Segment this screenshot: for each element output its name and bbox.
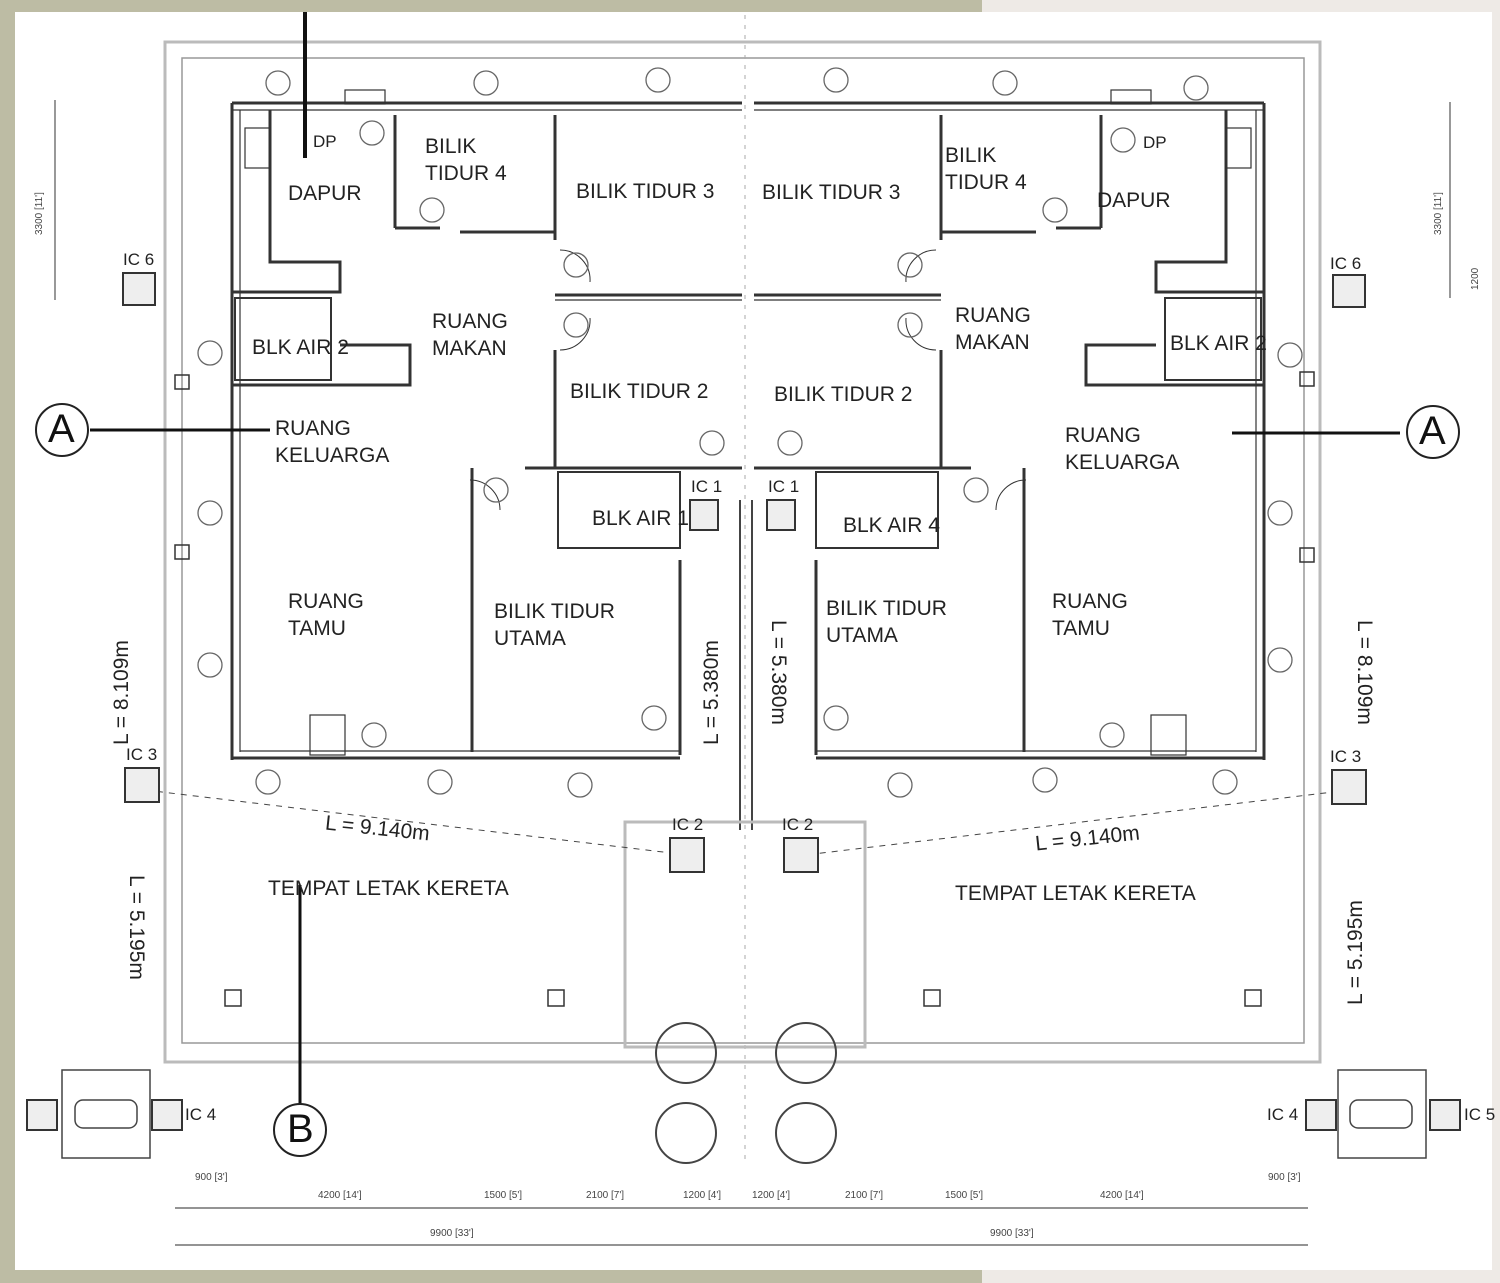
ic3-label-right: IC 3 xyxy=(1330,747,1362,766)
section-marker-a-left: A xyxy=(48,407,75,451)
frame-left xyxy=(0,0,15,1283)
pipe-length-8109-right: L = 8.109m xyxy=(1353,620,1376,725)
dim-4200-right: 4200 [14'] xyxy=(1100,1190,1144,1201)
ic1-label-left: IC 1 xyxy=(691,477,723,496)
room-bilik-tidur-utama-right: BILIK TIDUR UTAMA xyxy=(826,595,947,649)
ic1-label-right: IC 1 xyxy=(768,477,800,496)
line-1: RUANG xyxy=(955,304,1031,327)
dim-2100-right: 2100 [7'] xyxy=(845,1190,884,1201)
line-1: RUANG xyxy=(288,590,364,613)
small-squares xyxy=(174,371,1315,1007)
line-2: TIDUR 4 xyxy=(945,171,1027,194)
dim-2100-left: 2100 [7'] xyxy=(586,1190,625,1201)
section-marker-b: B xyxy=(287,1107,314,1151)
room-ruang-makan-left: RUANG MAKAN xyxy=(432,308,508,362)
ic6-label-left: IC 6 xyxy=(123,250,155,269)
dim-1500-right: 1500 [5'] xyxy=(945,1190,984,1201)
line-1: BILIK xyxy=(945,144,997,167)
ic6-label-right: IC 6 xyxy=(1330,254,1362,273)
dp-label-left: DP xyxy=(313,132,337,151)
site-boundary xyxy=(163,15,1322,1160)
room-dapur-left: DAPUR xyxy=(288,182,362,205)
line-2: MAKAN xyxy=(955,331,1030,354)
fixture-symbols xyxy=(197,67,1303,798)
ic2-label-right: IC 2 xyxy=(782,815,814,834)
ic5-label-right: IC 5 xyxy=(1464,1105,1496,1124)
room-bilik-tidur-4-right: BILIK TIDUR 4 xyxy=(945,142,1027,196)
line-2: UTAMA xyxy=(826,624,898,647)
line-1: BILIK xyxy=(425,135,477,158)
dim-4200-left: 4200 [14'] xyxy=(318,1190,362,1201)
room-blk-air-1-left: BLK AIR 1 xyxy=(592,507,689,530)
room-blk-air-2-left: BLK AIR 2 xyxy=(252,336,349,359)
room-blk-air-2-right: BLK AIR 2 xyxy=(1170,332,1267,355)
line-2: TIDUR 4 xyxy=(425,162,507,185)
line-1: RUANG xyxy=(275,417,351,440)
room-ruang-tamu-right: RUANG TAMU xyxy=(1052,588,1128,642)
section-marker-a-right: A xyxy=(1419,409,1446,453)
line-1: RUANG xyxy=(432,310,508,333)
line-2: KELUARGA xyxy=(1065,451,1180,474)
pipe-length-5380-left: L = 5.380m xyxy=(700,640,723,745)
room-bilik-tidur-2-left: BILIK TIDUR 2 xyxy=(570,380,709,403)
line-1: BILIK TIDUR xyxy=(494,600,615,623)
section-lines xyxy=(90,12,1400,1105)
pipe-length-5380-right: L = 5.380m xyxy=(767,620,790,725)
dim-1200-right: 1200 [4'] xyxy=(752,1190,791,1201)
dim-side-left: 3300 [11'] xyxy=(34,192,45,235)
room-ruang-makan-right: RUANG MAKAN xyxy=(955,302,1031,356)
room-bilik-tidur-2-right: BILIK TIDUR 2 xyxy=(774,383,913,406)
dim-side-right: 3300 [11'] xyxy=(1433,192,1444,235)
dim-1500-left: 1500 [5'] xyxy=(484,1190,523,1201)
line-1: RUANG xyxy=(1065,424,1141,447)
room-ruang-keluarga-right: RUANG KELUARGA xyxy=(1065,422,1179,476)
line-2: MAKAN xyxy=(432,337,507,360)
line-2: UTAMA xyxy=(494,627,566,650)
pipe-length-5195-left: L = 5.195m xyxy=(125,875,148,980)
ic2-label-left: IC 2 xyxy=(672,815,704,834)
frame-top xyxy=(0,0,982,12)
line-1: BILIK TIDUR xyxy=(826,597,947,620)
room-ruang-tamu-left: RUANG TAMU xyxy=(288,588,364,642)
line-2: KELUARGA xyxy=(275,444,390,467)
frame-bottom xyxy=(0,1270,982,1283)
line-1: RUANG xyxy=(1052,590,1128,613)
dp-label-right: DP xyxy=(1143,133,1167,152)
ic4-label-right: IC 4 xyxy=(1267,1105,1299,1124)
dim-900-left: 900 [3'] xyxy=(195,1172,228,1183)
room-carport-left: TEMPAT LETAK KERETA xyxy=(268,877,509,900)
pipe-length-8109-left: L = 8.109m xyxy=(110,640,133,745)
pipe-length-5195-right: L = 5.195m xyxy=(1344,900,1367,1005)
ic4-label-left: IC 4 xyxy=(185,1105,217,1124)
room-bilik-tidur-utama-left: BILIK TIDUR UTAMA xyxy=(494,598,615,652)
ic-boxes xyxy=(26,272,1461,1131)
line-2: TAMU xyxy=(1052,617,1110,640)
room-dapur-right: DAPUR xyxy=(1097,189,1171,212)
dim-side-small: 1200 xyxy=(1470,267,1481,290)
room-carport-right: TEMPAT LETAK KERETA xyxy=(955,882,1196,905)
dim-9900-right: 9900 [33'] xyxy=(990,1228,1034,1239)
dim-9900-left: 9900 [33'] xyxy=(430,1228,474,1239)
section-marker-circles xyxy=(35,403,1460,1157)
dim-1200-left: 1200 [4'] xyxy=(683,1190,722,1201)
drawing-sheet xyxy=(15,12,1492,1270)
dimension-lines xyxy=(54,100,1451,1246)
room-bilik-tidur-3-right: BILIK TIDUR 3 xyxy=(762,181,901,204)
room-ruang-keluarga-left: RUANG KELUARGA xyxy=(275,415,389,469)
line-2: TAMU xyxy=(288,617,346,640)
room-bilik-tidur-3-left: BILIK TIDUR 3 xyxy=(576,180,715,203)
room-blk-air-4-right: BLK AIR 4 xyxy=(843,514,940,537)
dim-900-right: 900 [3'] xyxy=(1268,1172,1301,1183)
ic3-label-left: IC 3 xyxy=(126,745,158,764)
room-bilik-tidur-4-left: BILIK TIDUR 4 xyxy=(425,133,507,187)
drainage xyxy=(61,500,1427,1164)
